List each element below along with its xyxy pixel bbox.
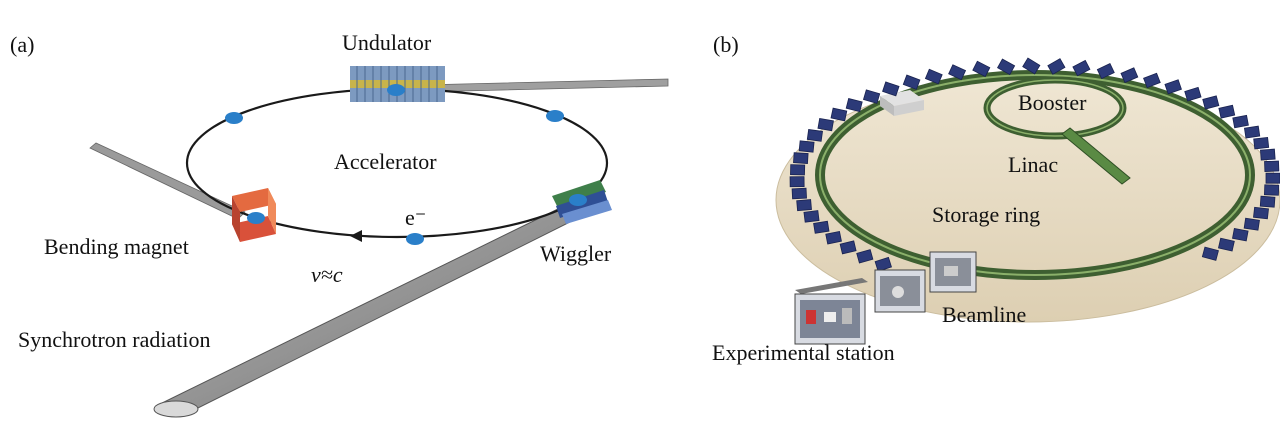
linac-label: Linac (1008, 152, 1059, 177)
electron-direction-arrow (350, 230, 362, 242)
beamline-module (882, 81, 900, 97)
synchrotron-radiation-beam (158, 207, 580, 413)
beamline-module (1047, 58, 1066, 75)
panel-b-tag: (b) (713, 32, 739, 57)
experimental-station-hutch (929, 251, 977, 293)
booster-label: Booster (1018, 90, 1087, 115)
ring-node (225, 112, 243, 124)
experimental-station-label: Experimental station (712, 340, 895, 365)
booster-ring-highlight (986, 79, 1124, 137)
accelerator-label: Accelerator (334, 149, 437, 174)
beamline-modules (789, 57, 1280, 272)
undulator-label: Undulator (342, 30, 432, 55)
ring-node (406, 233, 424, 245)
beamline-module (1243, 217, 1260, 231)
bending-magnet-label: Bending magnet (44, 234, 189, 259)
beamline-module (1184, 86, 1202, 102)
beamline-module (830, 107, 848, 122)
undulator-beam (419, 78, 669, 93)
beamline-module (813, 220, 830, 234)
beamline-module (856, 249, 874, 264)
panel-b-diagram (775, 57, 1280, 345)
bending-magnet-device (232, 188, 276, 242)
beamline-module (1243, 125, 1261, 139)
beamline-module (806, 129, 823, 142)
beamline-module (1253, 137, 1270, 150)
beamline-module (790, 164, 806, 176)
ring-node (569, 194, 587, 206)
beamline-module (1253, 206, 1269, 220)
beamline-module (924, 68, 943, 85)
ring-node (387, 84, 405, 96)
experimental-station-hutch (794, 278, 868, 345)
beamline-module (1120, 67, 1139, 84)
beamline-module (1232, 114, 1249, 129)
beamline-module (1264, 184, 1280, 196)
beamline-module (793, 152, 809, 164)
experimental-stations (794, 251, 977, 345)
experimental-station-hutch (874, 269, 926, 313)
beamline-module (845, 98, 863, 113)
beamline-module (1232, 228, 1249, 242)
beamline-module (1022, 57, 1041, 75)
beamline-module (1265, 172, 1280, 184)
beamline-module (948, 64, 967, 81)
linac (1061, 127, 1131, 185)
velocity-label: v≈c (311, 262, 343, 287)
beamline-module (1264, 160, 1280, 172)
beamline-module (972, 60, 991, 78)
panel-a-tag: (a) (10, 32, 35, 57)
beamline-module (997, 58, 1016, 76)
beamline-module (902, 74, 921, 90)
beamline-module (1096, 63, 1115, 80)
beamline-module (789, 176, 805, 188)
beamline-module (1202, 95, 1220, 110)
beamline-module (817, 118, 834, 132)
panel-a-diagram (89, 66, 669, 418)
bending-magnet-beam (89, 142, 246, 220)
beamline-module (1217, 237, 1235, 252)
electron-label: e⁻ (405, 205, 427, 230)
beamline-module (839, 240, 857, 255)
beamline-module (1260, 148, 1276, 161)
ring-node (247, 212, 265, 224)
beamline-module (1143, 72, 1161, 89)
storage-ring-highlight (819, 74, 1251, 276)
beamline-module (791, 187, 807, 200)
beamline-module (825, 230, 842, 245)
storage-ring-label: Storage ring (932, 202, 1041, 227)
beamline-module (803, 210, 820, 223)
beamline-module (796, 199, 812, 212)
beamline-module (1072, 59, 1091, 77)
beamline-module (1164, 79, 1182, 95)
beamline-module (1201, 246, 1219, 261)
beamline-module (1218, 104, 1236, 119)
beamline-module (798, 140, 815, 153)
beamline-module (1259, 195, 1276, 208)
beamline-module (862, 89, 881, 104)
undulator-device (350, 66, 445, 102)
beamline-module (874, 256, 892, 272)
synchrotron-radiation-beam-end (153, 400, 199, 418)
wiggler-label: Wiggler (540, 241, 612, 266)
ring-node (546, 110, 564, 122)
beamline-label: Beamline (942, 302, 1027, 327)
synchrotron-radiation-label: Synchrotron radiation (18, 327, 211, 352)
